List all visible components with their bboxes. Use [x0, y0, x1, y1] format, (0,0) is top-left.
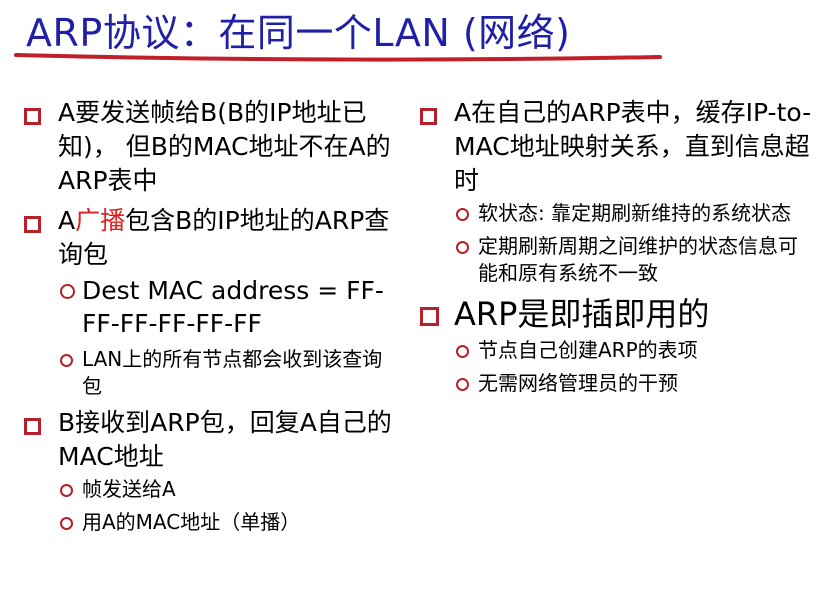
bullet-text: A要发送帧给B(B的IP地址已知)， 但B的MAC地址不在A的ARP表中 [58, 98, 391, 195]
sub-bullet-soft-state: 软状态: 靠定期刷新维持的系统状态 [454, 200, 813, 227]
bullet-request-condition: A要发送帧给B(B的IP地址已知)， 但B的MAC地址不在A的ARP表中 [22, 96, 402, 198]
sub-bullet-text: 用A的MAC地址（单播） [82, 510, 301, 534]
sub-bullet-text: LAN上的所有节点都会收到该查询包 [82, 347, 383, 398]
square-bullet-icon [420, 307, 439, 326]
sub-bullet-unicast: 用A的MAC地址（单播） [58, 509, 402, 536]
sub-bullet-list: 节点自己创建ARP的表项 无需网络管理员的干预 [454, 337, 813, 397]
circle-bullet-icon [60, 354, 73, 367]
sub-bullet-text: 定期刷新周期之间维护的状态信息可能和原有系统不一致 [478, 234, 798, 285]
sub-bullet-list: 帧发送给A 用A的MAC地址（单播） [58, 476, 402, 536]
circle-bullet-icon [456, 241, 469, 254]
bullet-text: B接收到ARP包，回复A自己的MAC地址 [58, 408, 392, 471]
sub-bullet-list: Dest MAC address = FF-FF-FF-FF-FF-FF LAN… [58, 274, 402, 400]
sub-bullet-self-create: 节点自己创建ARP的表项 [454, 337, 813, 364]
circle-bullet-icon [456, 345, 469, 358]
slide-title: ARP协议：在同一个LAN (网络) [26, 11, 571, 55]
sub-bullet-no-admin: 无需网络管理员的干预 [454, 370, 813, 397]
circle-bullet-icon [456, 208, 469, 221]
sub-bullet-text: Dest MAC address = FF-FF-FF-FF-FF-FF [82, 276, 384, 338]
sub-bullet-text: 节点自己创建ARP的表项 [478, 338, 698, 362]
broadcast-highlight: 广播 [75, 206, 126, 235]
square-bullet-icon [24, 418, 41, 435]
left-column: A要发送帧给B(B的IP地址已知)， 但B的MAC地址不在A的ARP表中 A广播… [22, 96, 402, 542]
right-column: A在自己的ARP表中，缓存IP-to-MAC地址映射关系，直到信息超时 软状态:… [418, 96, 813, 403]
bullet-text-prefix: A [58, 206, 76, 235]
bullet-reply: B接收到ARP包，回复A自己的MAC地址 帧发送给A 用A的MAC地址（单播） [22, 406, 402, 536]
sub-bullet-text: 软状态: 靠定期刷新维持的系统状态 [478, 201, 792, 225]
square-bullet-icon [420, 108, 437, 125]
square-bullet-icon [24, 108, 41, 125]
sub-bullet-text: 无需网络管理员的干预 [478, 371, 678, 395]
circle-bullet-icon [60, 517, 73, 530]
bullet-text: A在自己的ARP表中，缓存IP-to-MAC地址映射关系，直到信息超时 [454, 98, 812, 195]
sub-bullet-inconsistency: 定期刷新周期之间维护的状态信息可能和原有系统不一致 [454, 233, 813, 287]
circle-bullet-icon [60, 484, 73, 497]
square-bullet-icon [24, 216, 41, 233]
sub-bullet-all-nodes: LAN上的所有节点都会收到该查询包 [58, 346, 402, 400]
sub-bullet-list: 软状态: 靠定期刷新维持的系统状态 定期刷新周期之间维护的状态信息可能和原有系统… [454, 200, 813, 287]
bullet-text: ARP是即插即用的 [454, 295, 710, 333]
bullet-plug-and-play: ARP是即插即用的 节点自己创建ARP的表项 无需网络管理员的干预 [418, 293, 813, 397]
bullet-broadcast-query: A广播包含B的IP地址的ARP查询包 Dest MAC address = FF… [22, 204, 402, 400]
sub-bullet-text: 帧发送给A [82, 477, 176, 501]
title-underline [14, 53, 662, 62]
sub-bullet-frame-to-a: 帧发送给A [58, 476, 402, 503]
circle-bullet-icon [60, 284, 75, 299]
sub-bullet-dest-mac: Dest MAC address = FF-FF-FF-FF-FF-FF [58, 274, 402, 340]
bullet-cache: A在自己的ARP表中，缓存IP-to-MAC地址映射关系，直到信息超时 软状态:… [418, 96, 813, 287]
bullet-text-suffix: 包含B的IP地址的ARP查询包 [58, 206, 390, 269]
circle-bullet-icon [456, 378, 469, 391]
